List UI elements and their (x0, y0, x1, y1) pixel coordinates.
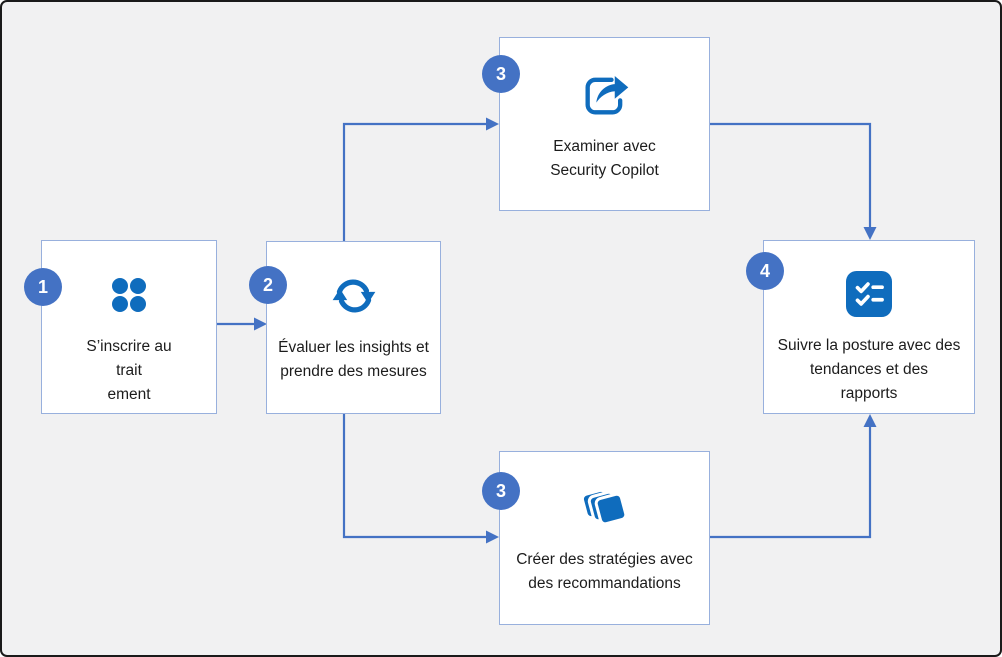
connector-step2-step3-strategies (342, 414, 499, 544)
step-card-create-strategies: Créer des stratégies avec des recommanda… (499, 451, 710, 625)
step-card-track-posture: Suivre la posture avec des tendances et … (763, 240, 975, 414)
step-label-line: S’inscrire au (86, 338, 172, 355)
step-number-badge: 3 (482, 472, 520, 510)
step-label: S’inscrire au trait ement (42, 335, 216, 407)
step-label-line: Évaluer les insights et (278, 339, 429, 356)
step-label: Suivre la posture avec des tendances et … (764, 334, 974, 406)
connector-step3-strategies-step4 (710, 414, 877, 539)
connector-step3-review-step4 (710, 122, 877, 240)
connector-step1-step2 (217, 317, 267, 331)
step-label: Créer des stratégies avec des recommanda… (500, 548, 709, 596)
share-icon (579, 68, 631, 122)
dots-grid-icon (109, 268, 149, 322)
step-card-enroll: S’inscrire au trait ement (41, 240, 217, 414)
step-number-badge: 3 (482, 55, 520, 93)
step-label-line: ement (107, 386, 151, 403)
step-label-line: Examiner avec (553, 138, 656, 155)
step-label-line: Suivre la posture avec des (777, 337, 961, 354)
step-number-badge: 2 (249, 266, 287, 304)
layers-stack-icon (578, 481, 632, 535)
step-label-line: des recommandations (528, 575, 681, 592)
step-label: Examiner avec Security Copilot (500, 135, 709, 183)
step-label: Évaluer les insights et prendre des mesu… (267, 336, 440, 384)
step-label-line: trait (116, 362, 142, 379)
sync-arrows-icon (329, 269, 379, 323)
connector-step2-step3-review (342, 117, 499, 241)
step-label-line: Security Copilot (550, 162, 659, 179)
step-label-line: prendre des mesures (280, 363, 427, 380)
step-label-line: rapports (840, 385, 898, 402)
checklist-icon (846, 267, 892, 321)
step-label-line: Créer des stratégies avec (516, 551, 693, 568)
step-label-line: tendances et des (809, 361, 929, 378)
step-card-review-copilot: Examiner avec Security Copilot (499, 37, 710, 211)
step-number-badge: 4 (746, 252, 784, 290)
step-card-evaluate: Évaluer les insights et prendre des mesu… (266, 241, 441, 414)
step-number-badge: 1 (24, 268, 62, 306)
